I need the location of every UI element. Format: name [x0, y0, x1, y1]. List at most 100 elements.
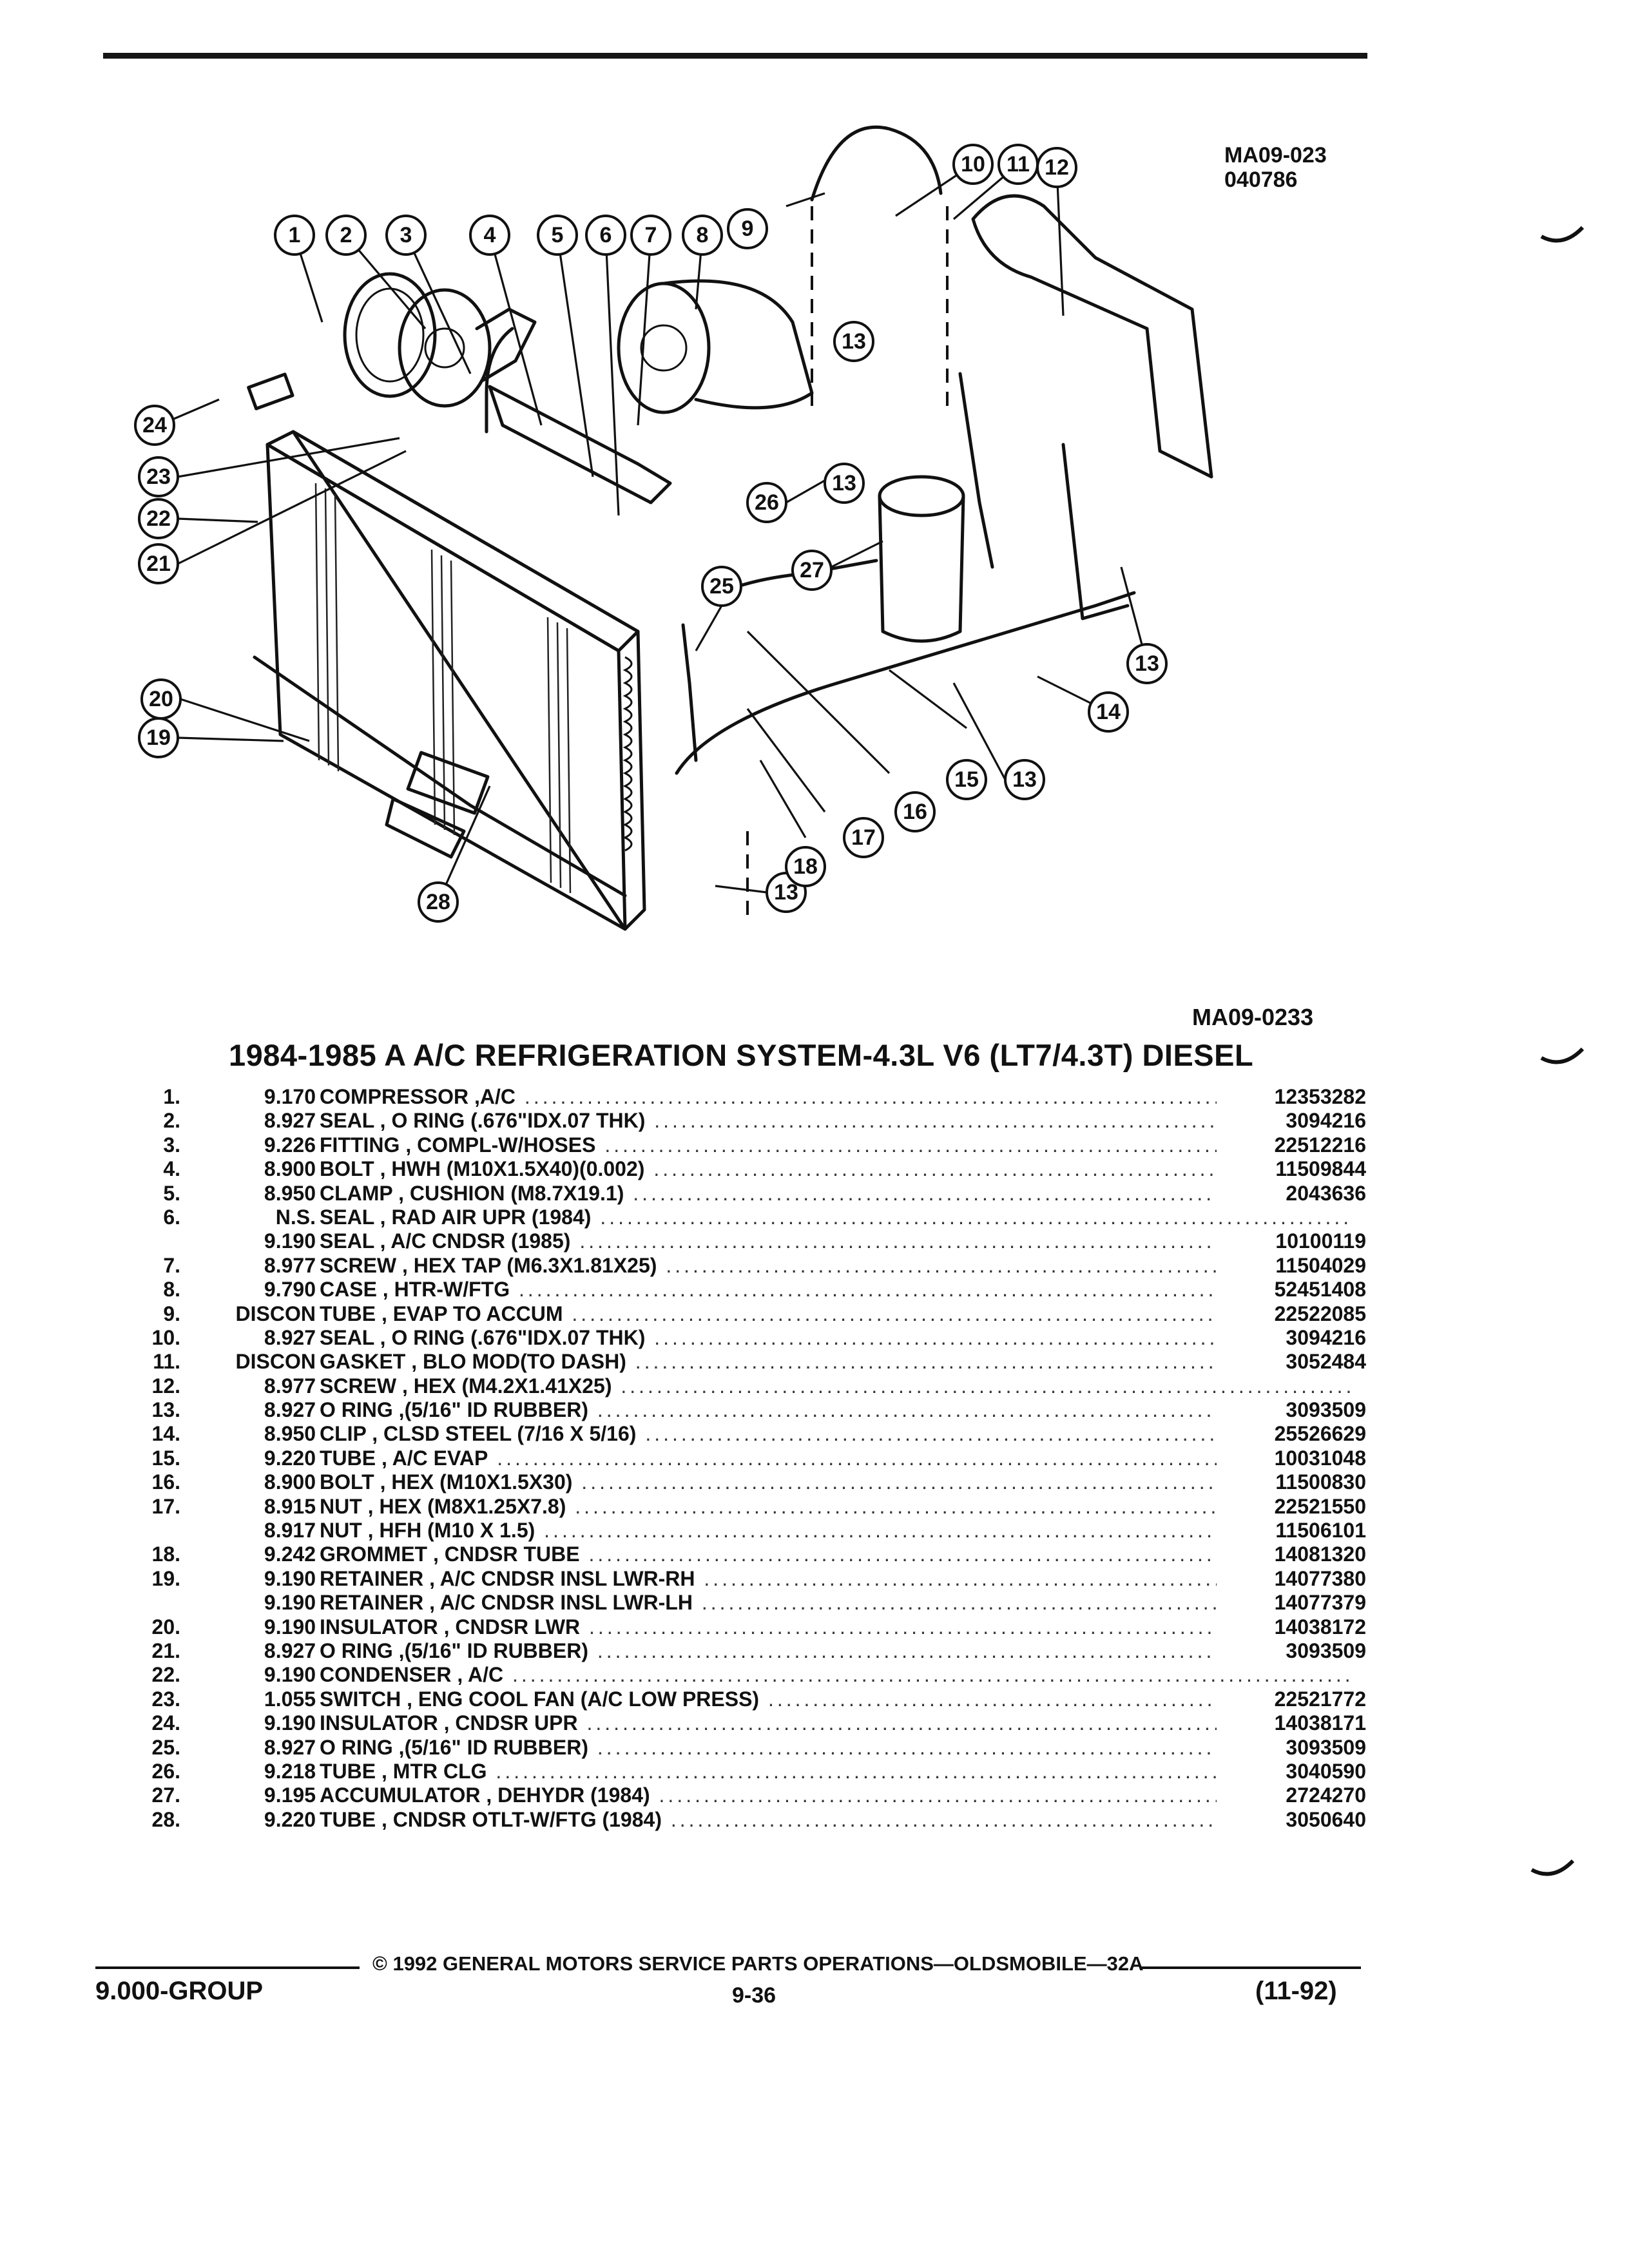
group-number: 8.927 — [264, 1639, 316, 1662]
svg-text:1: 1 — [289, 223, 301, 247]
part-number: 11509844 — [1217, 1157, 1366, 1182]
svg-text:14: 14 — [1096, 700, 1121, 724]
callout-17: 17 — [843, 817, 884, 858]
part-number: 25526629 — [1217, 1422, 1366, 1446]
callout-25: 25 — [701, 566, 742, 607]
item-number: 3. — [163, 1133, 180, 1157]
item-number: 14. — [151, 1422, 180, 1446]
part-description: SCREW , HEX TAP (M6.3X1.81X25) — [320, 1253, 657, 1277]
part-description: BOLT , HEX (M10X1.5X30) — [320, 1470, 573, 1494]
item-number: 20. — [151, 1615, 180, 1639]
part-number: 3040590 — [1217, 1759, 1366, 1783]
svg-text:18: 18 — [793, 854, 818, 879]
part-description: CASE , HTR-W/FTG — [320, 1278, 510, 1302]
item-number: 13. — [151, 1398, 180, 1422]
part-number: 11506101 — [1217, 1519, 1366, 1543]
svg-text:3: 3 — [400, 223, 412, 247]
svg-text:7: 7 — [645, 223, 657, 247]
part-description: SEAL , RAD AIR UPR (1984) — [320, 1205, 592, 1229]
compressor-drawing — [343, 272, 537, 434]
part-number: 11500830 — [1217, 1470, 1366, 1495]
part-description: TUBE , A/C EVAP — [320, 1446, 488, 1470]
item-number: 22. — [151, 1663, 180, 1687]
evap-tube — [810, 125, 943, 202]
svg-text:13: 13 — [774, 880, 798, 905]
part-description: RETAINER , A/C CNDSR INSL LWR-RH — [320, 1566, 695, 1590]
part-description-cell: SEAL , O RING (.676"IDX.07 THK) ........… — [320, 1109, 1351, 1133]
item-number: 9. — [163, 1302, 180, 1325]
part-description-cell: SWITCH , ENG COOL FAN (A/C LOW PRESS) ..… — [320, 1687, 1351, 1711]
callout-7: 7 — [630, 215, 671, 256]
item-number: 12. — [151, 1374, 180, 1398]
footer-page-number: 9-36 — [732, 1983, 776, 2008]
part-description: INSULATOR , CNDSR UPR — [320, 1711, 578, 1735]
part-description: NUT , HFH (M10 X 1.5) — [320, 1519, 535, 1542]
part-description-cell: SCREW , HEX (M4.2X1.41X25) .............… — [320, 1374, 1351, 1398]
part-description: SEAL , O RING (.676"IDX.07 THK) — [320, 1325, 646, 1349]
svg-text:19: 19 — [146, 726, 171, 750]
footer-copyright: © 1992 GENERAL MOTORS SERVICE PARTS OPER… — [372, 1952, 1144, 1975]
callout-10: 10 — [952, 144, 994, 185]
callout-27: 27 — [791, 550, 833, 591]
leader-dots: ........................................… — [621, 1374, 1351, 1398]
part-number: 10031048 — [1217, 1446, 1366, 1470]
leader-dots: ........................................… — [512, 1663, 1351, 1687]
part-number: 22521772 — [1217, 1687, 1366, 1711]
group-number: 1.055 — [264, 1687, 316, 1711]
part-description-cell: INSULATOR , CNDSR LWR ..................… — [320, 1615, 1351, 1639]
part-description: CONDENSER , A/C — [320, 1663, 504, 1687]
part-description: NUT , HEX (M8X1.25X7.8) — [320, 1494, 566, 1518]
callout-8: 8 — [682, 215, 723, 256]
item-number: 5. — [163, 1181, 180, 1205]
part-description: RETAINER , A/C CNDSR INSL LWR-LH — [320, 1591, 693, 1615]
group-number: 9.218 — [264, 1759, 316, 1783]
part-description: O RING ,(5/16" ID RUBBER) — [320, 1398, 588, 1422]
svg-text:2: 2 — [340, 223, 352, 247]
part-description-cell: INSULATOR , CNDSR UPR ..................… — [320, 1711, 1351, 1735]
part-number: 3093509 — [1217, 1735, 1366, 1760]
callout-28: 28 — [418, 881, 459, 923]
group-number: 8.927 — [264, 1735, 316, 1759]
part-description-cell: O RING ,(5/16" ID RUBBER) ..............… — [320, 1639, 1351, 1663]
group-number: 9.195 — [264, 1783, 316, 1807]
item-number: 17. — [151, 1494, 180, 1518]
item-number: 15. — [151, 1446, 180, 1470]
part-description-cell: RETAINER , A/C CNDSR INSL LWR-LH .......… — [320, 1591, 1351, 1615]
part-description: ACCUMULATOR , DEHYDR (1984) — [320, 1783, 650, 1807]
part-description-cell: BOLT , HEX (M10X1.5X30) ................… — [320, 1470, 1351, 1494]
part-number: 12353282 — [1217, 1085, 1366, 1109]
part-description: CLAMP , CUSHION (M8.7X19.1) — [320, 1181, 624, 1205]
group-number: 8.927 — [264, 1109, 316, 1133]
callout-12: 12 — [1036, 147, 1077, 188]
svg-text:5: 5 — [552, 223, 564, 247]
leader-dots: ........................................… — [497, 1446, 1351, 1470]
group-number: N.S. — [275, 1205, 316, 1229]
leader-dots: ........................................… — [496, 1759, 1351, 1783]
group-number: 8.917 — [264, 1519, 316, 1542]
part-number: 22512216 — [1217, 1133, 1366, 1157]
part-number: 3094216 — [1217, 1109, 1366, 1133]
group-number: DISCON — [235, 1302, 316, 1325]
part-description-cell: BOLT , HWH (M10X1.5X40)(0.002) .........… — [320, 1157, 1351, 1181]
callout-13: 13 — [824, 463, 865, 504]
callout-16: 16 — [894, 791, 936, 832]
item-number: 19. — [151, 1566, 180, 1590]
part-number: 3094216 — [1217, 1325, 1366, 1350]
group-number: 8.927 — [264, 1398, 316, 1422]
part-description: INSULATOR , CNDSR LWR — [320, 1615, 581, 1639]
group-number: 9.226 — [264, 1133, 316, 1157]
callout-4: 4 — [469, 215, 510, 256]
callout-26: 26 — [746, 482, 787, 523]
callout-13: 13 — [833, 321, 874, 362]
part-description: COMPRESSOR ,A/C — [320, 1085, 516, 1108]
part-description: O RING ,(5/16" ID RUBBER) — [320, 1639, 588, 1662]
